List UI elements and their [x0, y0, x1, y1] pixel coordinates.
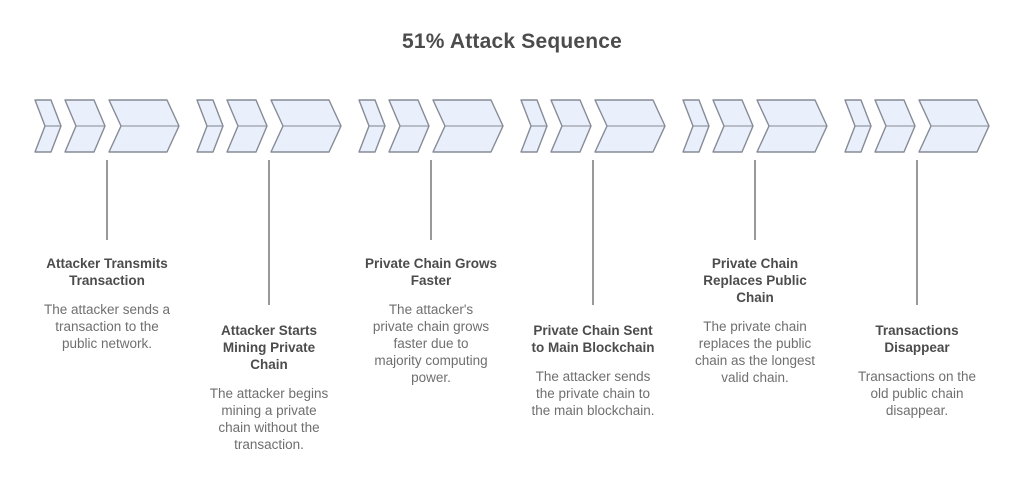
step-description: The attacker sends the private chain to …	[531, 369, 655, 418]
step-title: Transactions Disappear	[875, 323, 959, 355]
step-title: Private Chain Replaces Public Chain	[703, 256, 807, 305]
step-3: Private Chain Grows Faster The attacker'…	[350, 0, 512, 480]
connector-line	[916, 160, 918, 305]
step-text: Transactions Disappear Transactions on t…	[842, 322, 992, 419]
diagram-title: 51% Attack Sequence	[401, 30, 623, 53]
step-description: The attacker begins mining a private cha…	[209, 386, 329, 452]
step-description: The attacker's private chain grows faste…	[372, 302, 490, 385]
step-title: Attacker Starts Mining Private Chain	[220, 323, 318, 372]
chevron-arrows-icon	[682, 99, 828, 153]
step-text: Private Chain Replaces Public Chain The …	[680, 255, 830, 386]
step-description: Transactions on the old public chain dis…	[857, 369, 977, 418]
step-title: Attacker Transmits Transaction	[46, 256, 168, 288]
connector-line	[106, 160, 108, 240]
step-4: Private Chain Sent to Main Blockchain Th…	[512, 0, 674, 480]
chevron-arrows-icon	[844, 99, 990, 153]
step-1: Attacker Transmits Transaction The attac…	[26, 0, 188, 480]
step-text: Attacker Transmits Transaction The attac…	[32, 255, 182, 352]
step-description: The attacker sends a transaction to the …	[43, 302, 171, 351]
connector-line	[430, 160, 432, 240]
step-description: The private chain replaces the public ch…	[694, 319, 816, 385]
step-title: Private Chain Sent to Main Blockchain	[531, 323, 655, 355]
step-5: Private Chain Replaces Public Chain The …	[674, 0, 836, 480]
connector-line	[592, 160, 594, 305]
chevron-arrows-icon	[358, 99, 504, 153]
chevron-arrows-icon	[196, 99, 342, 153]
step-text: Private Chain Grows Faster The attacker'…	[356, 255, 506, 386]
connector-line	[268, 160, 270, 305]
step-text: Private Chain Sent to Main Blockchain Th…	[518, 322, 668, 419]
chevron-arrows-icon	[34, 99, 180, 153]
connector-line	[754, 160, 756, 240]
step-6: Transactions Disappear Transactions on t…	[836, 0, 998, 480]
step-text: Attacker Starts Mining Private Chain The…	[194, 322, 344, 453]
step-title: Private Chain Grows Faster	[364, 256, 498, 288]
chevron-arrows-icon	[520, 99, 666, 153]
step-2: Attacker Starts Mining Private Chain The…	[188, 0, 350, 480]
